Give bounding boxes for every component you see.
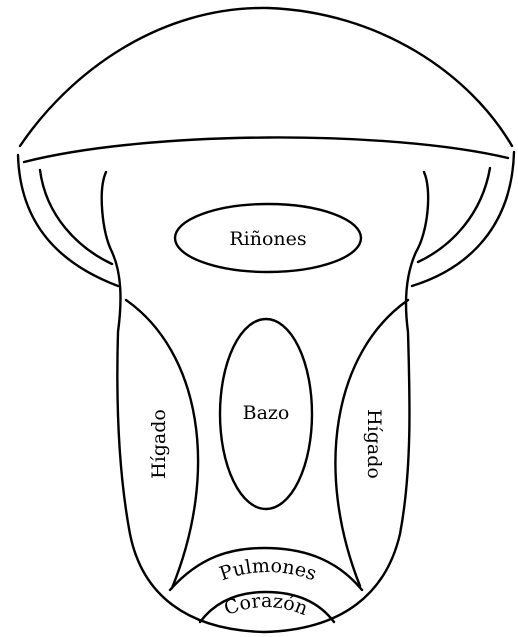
kidneys-label: Riñones (229, 228, 306, 250)
lungs-label-path: Pulmones (217, 555, 320, 586)
heart-label-path: Corazón (221, 590, 311, 620)
upper-lip-outline (20, 8, 512, 146)
liver-left-label: Hígado (148, 409, 170, 479)
left-cheek-inner-curve (40, 170, 112, 264)
heart-label: Corazón (221, 590, 311, 620)
lungs-label: Pulmones (217, 555, 320, 586)
lip-inner-line (24, 137, 508, 162)
liver-right-label: Hígado (363, 409, 385, 479)
right-cheek-inner-curve (418, 168, 490, 262)
spleen-label: Bazo (243, 402, 290, 424)
